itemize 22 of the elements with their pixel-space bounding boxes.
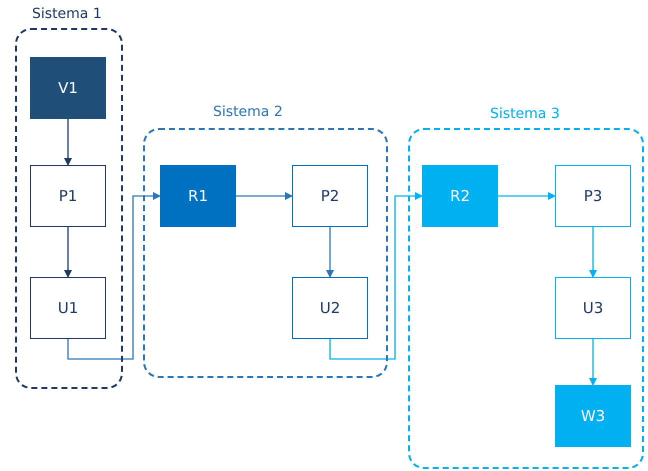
group-label: Sistema 3 (490, 106, 560, 122)
process-box: U3 (555, 277, 631, 339)
arrow (589, 339, 597, 386)
arrow (589, 227, 597, 278)
arrow (236, 192, 293, 200)
arrow (498, 192, 556, 200)
arrow (329, 192, 423, 360)
process-box: R2 (422, 165, 498, 227)
process-box: P3 (555, 165, 631, 227)
group-label: Sistema 1 (32, 6, 102, 22)
arrow (67, 192, 161, 360)
arrow (64, 227, 72, 278)
process-box: U1 (30, 277, 106, 339)
arrow (326, 227, 334, 278)
process-box: V1 (30, 57, 106, 119)
process-box: P2 (292, 165, 368, 227)
arrow (64, 119, 72, 166)
process-box: R1 (160, 165, 236, 227)
process-box: U2 (292, 277, 368, 339)
process-box: P1 (30, 165, 106, 227)
group-label: Sistema 2 (213, 104, 283, 120)
process-box: W3 (555, 385, 631, 447)
